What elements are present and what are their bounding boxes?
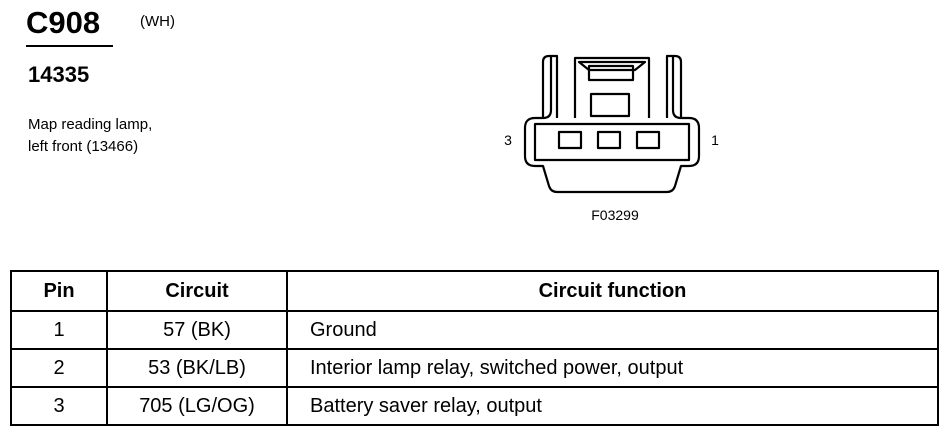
connector-housing-outline [523, 56, 701, 194]
lock-tab [577, 60, 647, 72]
pin-cell: 3 [10, 386, 108, 426]
pin-cell: 2 [10, 348, 108, 388]
function-cell: Ground [286, 310, 939, 350]
function-cell: Interior lamp relay, switched power, out… [286, 348, 939, 388]
header-pin: Pin [10, 270, 108, 312]
table-row: 3 705 (LG/OG) Battery saver relay, outpu… [10, 386, 939, 426]
pin-label-right: 1 [711, 132, 719, 148]
color-code: (WH) [140, 13, 175, 30]
lock-bridge [573, 56, 651, 118]
pin-table: Pin Circuit Circuit function 1 57 (BK) G… [10, 270, 939, 426]
part-number: 14335 [28, 62, 90, 87]
pin-cavity-3 [557, 130, 583, 150]
key-slot-upper [587, 64, 635, 82]
circuit-cell: 57 (BK) [106, 310, 288, 350]
connector-face [533, 122, 691, 162]
pin-cavity-1 [635, 130, 661, 150]
pin-label-left: 3 [504, 132, 512, 148]
title-underline [26, 45, 113, 47]
circuit-cell: 705 (LG/OG) [106, 386, 288, 426]
pin-cavity-2 [596, 130, 622, 150]
header-circuit-function: Circuit function [286, 270, 939, 312]
connector-id: C908 [26, 5, 101, 40]
connector-diagram: 3 1 F03299 [495, 48, 735, 238]
connector-face-drawing: 3 1 F03299 [504, 54, 719, 223]
key-slot-lower [589, 92, 631, 118]
left-latch-arm [541, 54, 559, 118]
description-line-1: Map reading lamp, [28, 116, 153, 133]
circuit-cell: 53 (BK/LB) [106, 348, 288, 388]
table-row: 2 53 (BK/LB) Interior lamp relay, switch… [10, 348, 939, 388]
table-row: 1 57 (BK) Ground [10, 310, 939, 350]
pin-cell: 1 [10, 310, 108, 350]
description-line-2: left front (13466) [28, 138, 139, 155]
header-circuit: Circuit [106, 270, 288, 312]
connector-description: Map reading lamp, left front (13466) [28, 114, 152, 158]
function-cell: Battery saver relay, output [286, 386, 939, 426]
figure-id: F03299 [591, 207, 639, 223]
table-header-row: Pin Circuit Circuit function [10, 270, 939, 312]
right-latch-arm [665, 54, 683, 118]
